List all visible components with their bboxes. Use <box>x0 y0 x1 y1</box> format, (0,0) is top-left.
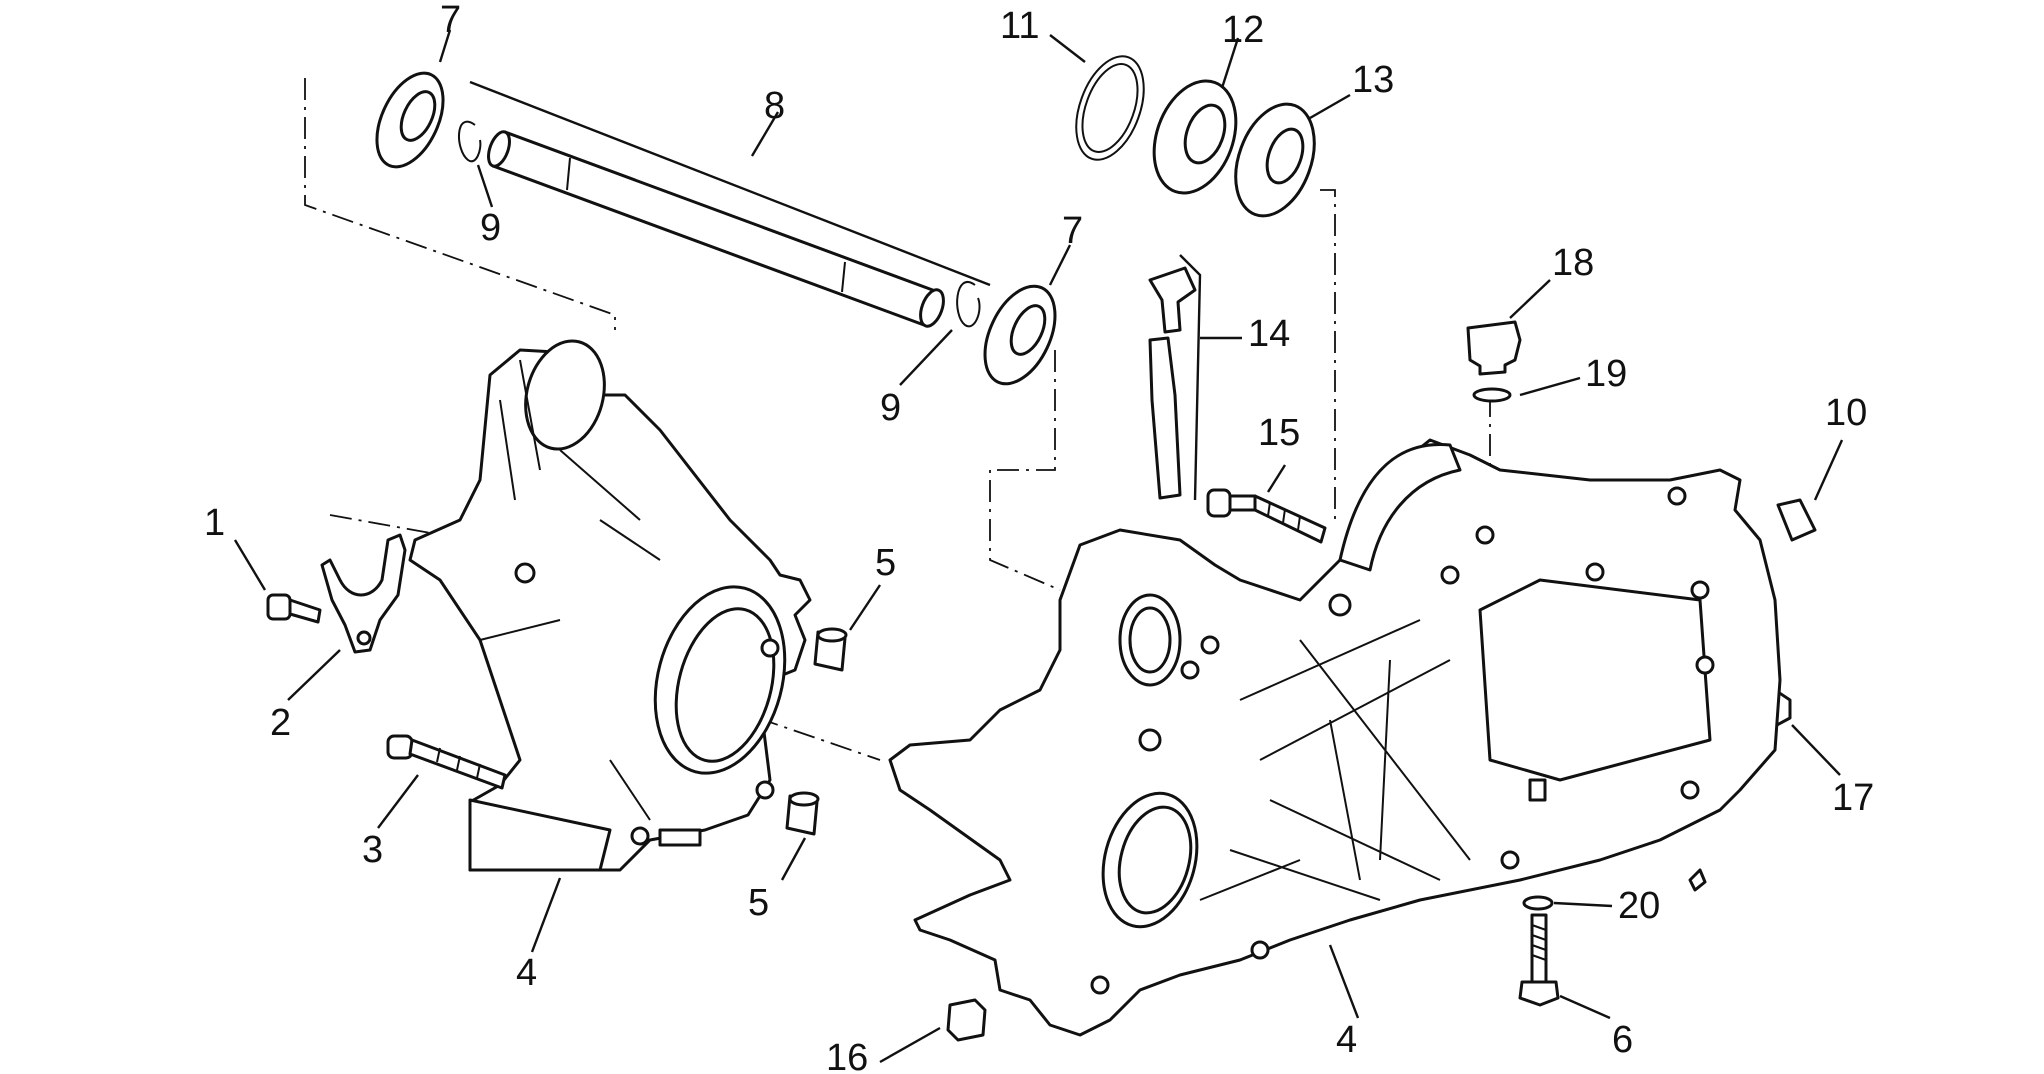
oil-plug-part <box>1466 320 1522 376</box>
callout-6: 6 <box>1612 1019 1633 1061</box>
callout-10: 10 <box>1825 392 1867 434</box>
breather-hose-part <box>1148 254 1202 501</box>
leader-lines <box>233 29 1844 1064</box>
circlip-part-lower <box>956 281 981 328</box>
callout-18: 18 <box>1552 242 1594 284</box>
callout-11: 11 <box>1000 5 1039 47</box>
shift-fork-part <box>320 533 407 654</box>
callout-7-top: 7 <box>440 0 461 41</box>
dowel-part-upper <box>813 627 848 672</box>
bush-part-right <box>1776 498 1817 542</box>
seal-part-top <box>375 71 445 169</box>
screw-part-small <box>266 593 322 624</box>
callout-19: 19 <box>1585 353 1627 395</box>
long-bolt-part <box>1206 488 1327 544</box>
bolt-part-long <box>386 734 507 790</box>
callout-9-lower: 9 <box>880 387 901 429</box>
callout-16: 16 <box>826 1037 868 1074</box>
callout-8: 8 <box>764 85 785 127</box>
circlip-ring-part <box>1075 55 1145 161</box>
callout-4-left: 4 <box>516 952 537 994</box>
left-crankcase-half <box>408 339 812 872</box>
callout-5-lower: 5 <box>748 882 769 924</box>
damper-block-part <box>946 998 987 1042</box>
callout-15: 15 <box>1258 412 1300 454</box>
circlip-part-top <box>458 120 482 163</box>
callout-20: 20 <box>1618 885 1660 927</box>
washer-part-bottom <box>1522 895 1554 911</box>
callout-14: 14 <box>1248 313 1290 355</box>
callout-5-upper: 5 <box>875 542 896 584</box>
callout-3: 3 <box>362 829 383 871</box>
callout-9-top: 9 <box>480 207 501 249</box>
seal-part-lower <box>983 284 1057 386</box>
oil-seal-part <box>1234 102 1316 218</box>
callout-numbers: 7 8 9 11 12 13 7 18 14 19 9 15 10 1 5 2 … <box>204 0 1874 1074</box>
callout-13: 13 <box>1352 59 1394 101</box>
dowel-part-lower <box>785 791 820 836</box>
washer-part-top <box>1472 387 1512 403</box>
callout-7-lower: 7 <box>1062 210 1083 252</box>
callout-4-right: 4 <box>1336 1019 1357 1061</box>
bearing-part <box>1152 79 1238 195</box>
callout-17: 17 <box>1832 777 1874 819</box>
right-crankcase-half <box>888 438 1782 1037</box>
callout-2: 2 <box>270 702 291 744</box>
shaft-part <box>469 80 991 328</box>
callout-1: 1 <box>204 502 225 544</box>
hex-bolt-part <box>1518 913 1560 1007</box>
callout-12: 12 <box>1222 9 1264 51</box>
